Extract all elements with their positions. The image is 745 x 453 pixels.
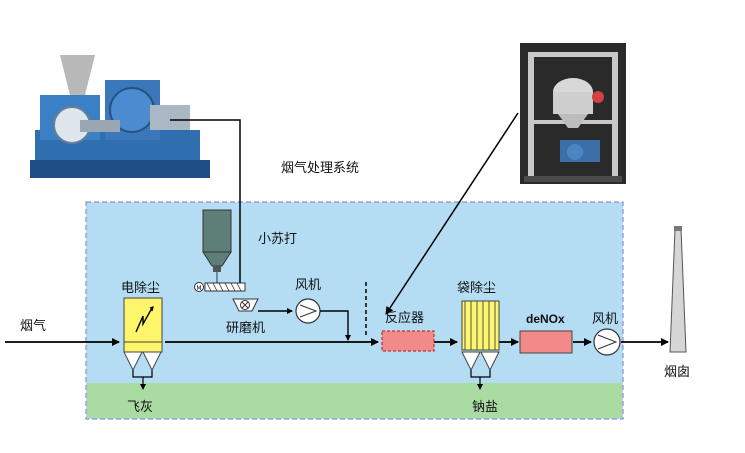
reactor-unit	[381, 330, 435, 352]
esp-unit	[123, 297, 163, 390]
fan-1	[295, 298, 321, 324]
baking-soda-label: 小苏打	[258, 231, 297, 247]
fly-ash-label: 飞灰	[127, 400, 153, 415]
ash-band	[87, 383, 622, 418]
fan-to-main-line	[320, 310, 351, 341]
mill-unit	[232, 298, 259, 312]
chimney-label: 烟囱	[664, 365, 690, 380]
denox-label: deNOx	[526, 312, 565, 326]
mill-label: 研磨机	[226, 321, 265, 336]
soda-silo: M	[194, 209, 246, 292]
mill-photo-pointer	[170, 119, 243, 291]
fan-2-label: 风机	[592, 312, 618, 327]
flue-gas-label: 烟气	[20, 318, 46, 334]
system-boundary	[85, 201, 624, 420]
reactor-label: 反应器	[385, 310, 424, 326]
esp-label: 电除尘	[121, 281, 160, 296]
sodium-salt-label: 钠盐	[472, 400, 498, 415]
bag-filter-unit	[461, 300, 500, 390]
fan-1-label: 风机	[295, 278, 321, 293]
reactor-photo-pointer	[385, 112, 519, 315]
chimney-stack	[669, 226, 687, 353]
fan-2	[593, 328, 621, 356]
reactor-module-photo	[520, 43, 626, 184]
denox-unit	[519, 330, 573, 354]
diagram-title: 烟气处理系统	[281, 160, 359, 176]
mill-machine-photo	[22, 45, 210, 185]
bag-filter-label: 袋除尘	[457, 281, 496, 296]
svg-text:M: M	[196, 285, 201, 292]
